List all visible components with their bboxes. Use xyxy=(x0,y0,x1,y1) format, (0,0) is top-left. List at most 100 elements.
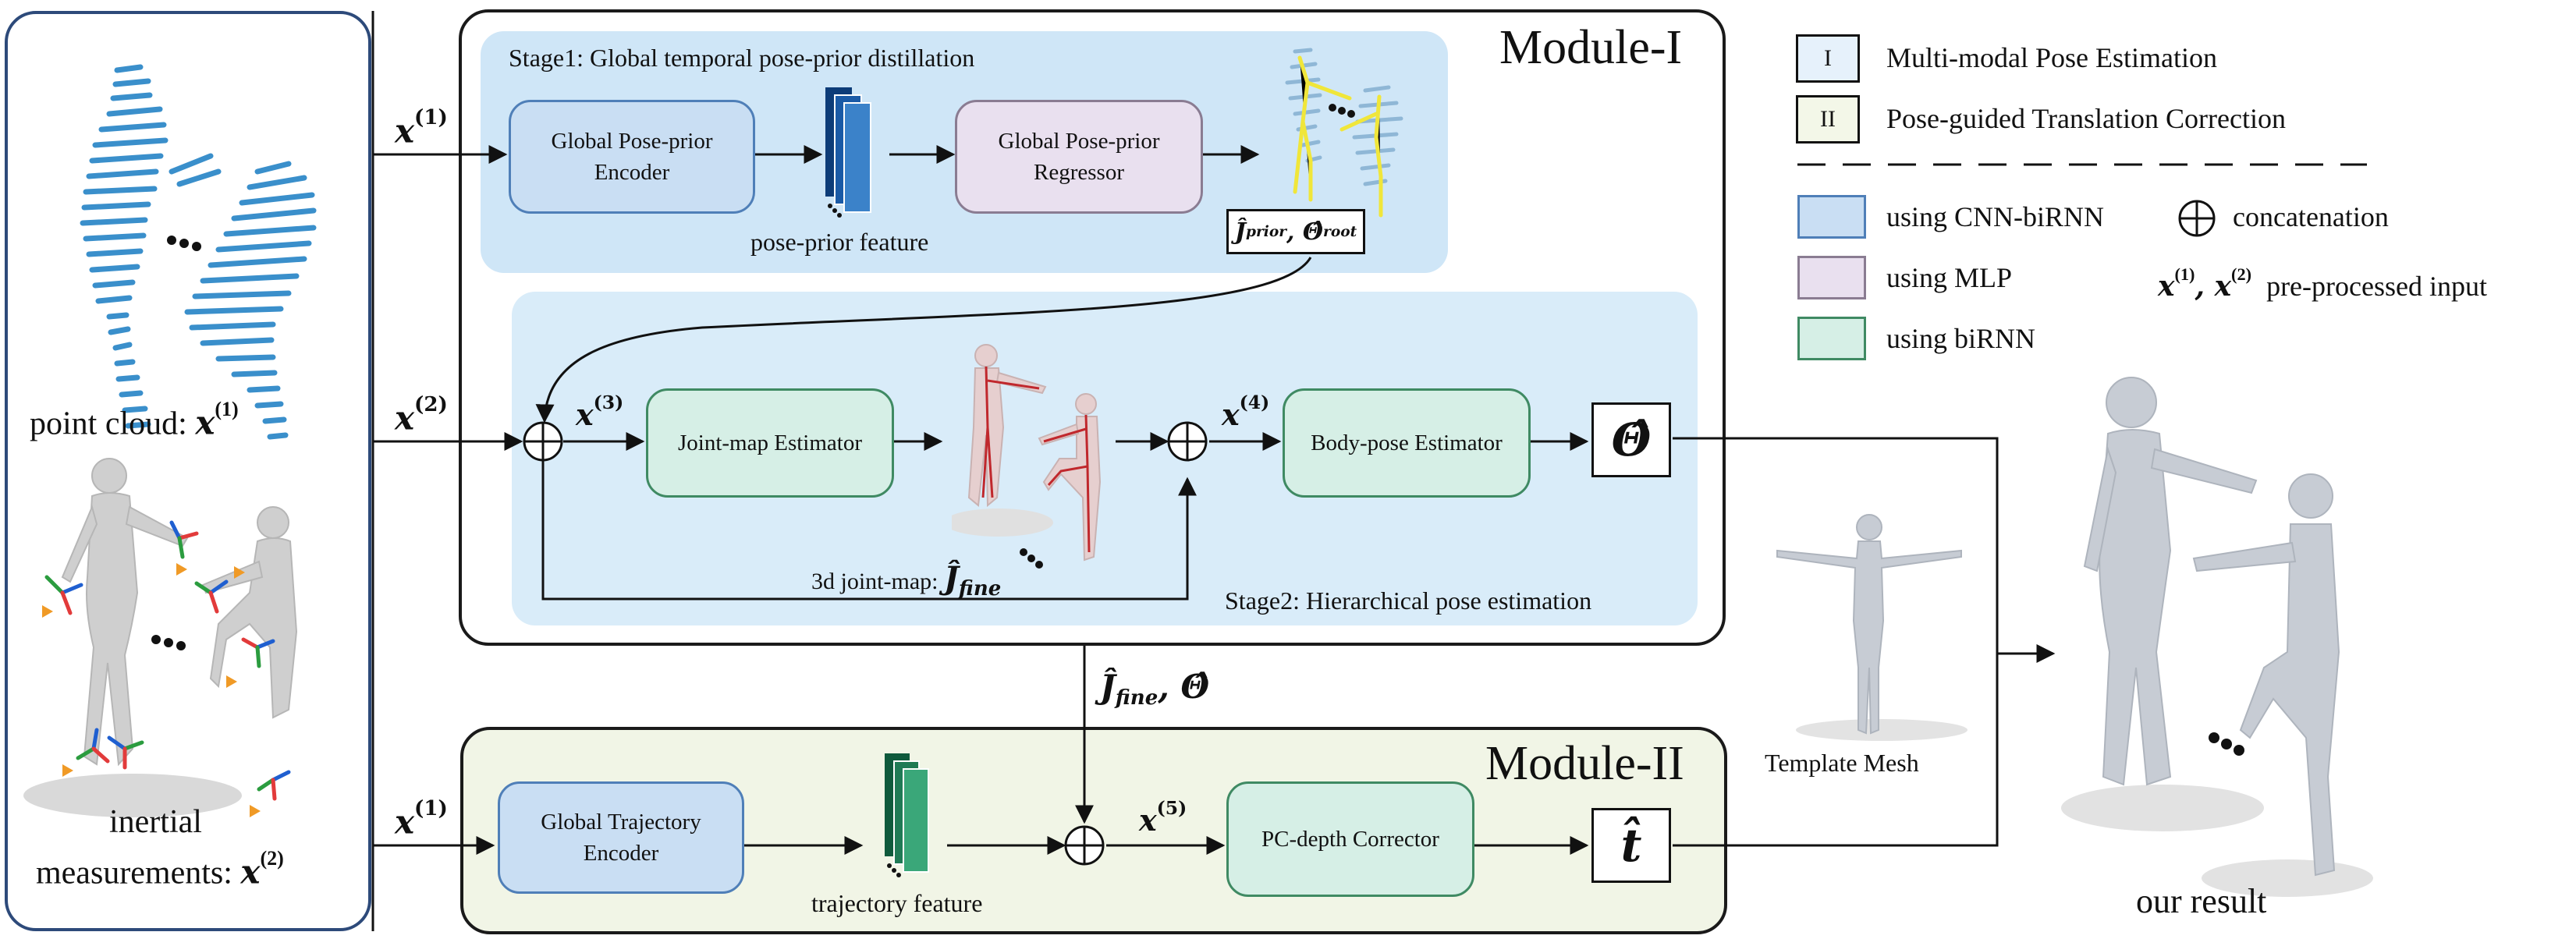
legend-pre-label: pre-processed input xyxy=(2266,271,2487,303)
inertial-caption-line1: inertial xyxy=(109,804,202,840)
legend-concat-icon xyxy=(2178,200,2216,237)
inertial-var: x xyxy=(240,852,261,891)
x1-top-label: x(1) xyxy=(395,106,448,150)
prior-ellipsis xyxy=(1329,104,1355,118)
point-cloud-image xyxy=(80,64,317,440)
inertial-caption-line2: measurements: x(2) xyxy=(36,847,284,891)
stage-2-title: Stage2: Hierarchical pose estimation xyxy=(1225,586,1592,615)
x1-top-var: x xyxy=(395,112,415,151)
link-j-sub: fine xyxy=(1115,686,1158,710)
legend-concat-label: concatenation xyxy=(2233,201,2389,232)
joint-map-body-right xyxy=(1038,393,1102,562)
x4-var: x xyxy=(1222,397,1240,433)
link-theta-var: , Θ̂ xyxy=(1158,668,1210,706)
prior-j-var: Ĵ xyxy=(1234,218,1246,246)
x3-var: x xyxy=(576,397,594,433)
prior-theta-var: Θ̂ xyxy=(1302,218,1324,246)
legend-mlp-swatch xyxy=(1797,256,1866,299)
x2-sup: (2) xyxy=(414,393,448,416)
x1-bottom-sup: (1) xyxy=(414,797,448,820)
pc-depth-corrector: PC-depth Corrector xyxy=(1226,781,1474,897)
x2-label: x(2) xyxy=(395,393,448,437)
legend-birnn-label: using biRNN xyxy=(1886,323,2036,354)
input-panel xyxy=(5,11,371,931)
result-image xyxy=(2061,377,2373,897)
imu-figures-image xyxy=(23,458,298,817)
pose-prior-feature-label: pose-prior feature xyxy=(750,228,929,256)
legend-pre-sup1: (1) xyxy=(2174,264,2195,284)
x5-label: x(5) xyxy=(1139,797,1187,838)
imu-axes xyxy=(44,520,291,801)
module-link-label: Ĵfine, Θ̂ xyxy=(1100,668,1209,710)
x1-bottom-label: x(1) xyxy=(395,797,448,841)
inertial-label: measurements: xyxy=(36,855,232,891)
link-j-var: Ĵ xyxy=(1100,668,1116,706)
x5-sup: (5) xyxy=(1156,797,1187,819)
x4-sup: (4) xyxy=(1239,392,1270,413)
pose-prior-output-image xyxy=(1285,48,1403,218)
result-ellipsis xyxy=(2209,732,2244,756)
global-trajectory-encoder: Global Trajectory Encoder xyxy=(498,781,744,894)
prior-comma: , xyxy=(1286,218,1303,246)
imu-body-right xyxy=(201,506,298,719)
legend-cnn-swatch xyxy=(1797,195,1866,239)
concat-nodes xyxy=(523,421,1208,866)
legend-mlp-label: using MLP xyxy=(1886,262,2013,293)
global-pose-prior-encoder: Global Pose-prior Encoder xyxy=(509,100,755,214)
prior-yellow-strokes xyxy=(1293,55,1383,218)
point-cloud-label: point cloud: xyxy=(30,406,187,442)
theta-output-box: Θ̂ xyxy=(1591,402,1671,477)
x3-label: x(3) xyxy=(576,392,623,432)
module-2-title: Module-II xyxy=(1485,737,1684,790)
legend-preprocessed: x(1), x(2) pre-processed input xyxy=(2158,253,2487,308)
joint-map-image xyxy=(952,344,1102,569)
pose-prior-feature-icon xyxy=(825,87,871,218)
body-pose-estimator: Body-pose Estimator xyxy=(1283,388,1531,498)
stage-1-title: Stage1: Global temporal pose-prior disti… xyxy=(509,44,975,72)
point-cloud-strokes xyxy=(80,64,317,440)
template-mesh-body xyxy=(1776,514,1962,735)
joint-map-label: 3d joint-map: xyxy=(811,569,939,594)
t-output-box: t̂ xyxy=(1591,808,1671,883)
legend-module1-label: Multi-modal Pose Estimation xyxy=(1886,42,2217,73)
result-body-left xyxy=(2083,377,2258,786)
joint-map-ellipsis xyxy=(1020,548,1043,569)
imu-ellipsis xyxy=(151,635,186,650)
point-cloud-caption: point cloud: x(1) xyxy=(30,398,239,442)
x5-var: x xyxy=(1139,803,1157,838)
trajectory-feature-label: trajectory feature xyxy=(811,889,983,917)
joint-map-skeleton xyxy=(981,366,1091,553)
trajectory-feature-icon xyxy=(885,753,929,877)
point-cloud-sup: (1) xyxy=(215,398,239,420)
x1-bottom-var: x xyxy=(395,803,415,842)
legend-pre-x1: x xyxy=(2158,270,2175,303)
legend-pre-sup2: (2) xyxy=(2231,264,2252,284)
legend-module1-badge: I xyxy=(1796,34,1860,83)
legend-birnn-swatch xyxy=(1797,317,1866,360)
joint-map-body-left xyxy=(967,344,1047,508)
legend-divider xyxy=(1797,163,2367,166)
x2-var: x xyxy=(395,399,415,438)
template-mesh-label: Template Mesh xyxy=(1765,749,1919,777)
x4-label: x(4) xyxy=(1222,392,1269,432)
our-result-label: our result xyxy=(2136,882,2267,920)
prior-theta-sub: root xyxy=(1323,223,1357,240)
global-pose-prior-regressor: Global Pose-prior Regressor xyxy=(955,100,1203,214)
imu-orange-markers xyxy=(42,563,261,817)
joint-map-caption: 3d joint-map: Ĵfine xyxy=(811,560,1001,601)
inertial-sup: (2) xyxy=(260,847,284,870)
x3-sup: (3) xyxy=(593,392,624,413)
x1-top-sup: (1) xyxy=(414,106,448,129)
legend-cnn-label: using CNN-biRNN xyxy=(1886,201,2105,232)
imu-body-left xyxy=(61,458,189,767)
prior-j-sub: prior xyxy=(1245,223,1287,240)
template-mesh-image xyxy=(1776,514,1967,741)
module-1-title: Module-I xyxy=(1499,21,1683,74)
legend-module2-label: Pose-guided Translation Correction xyxy=(1886,103,2286,134)
result-body-right xyxy=(2192,473,2340,877)
point-cloud-ellipsis xyxy=(167,236,201,251)
legend-pre-x2: , x xyxy=(2195,270,2232,303)
point-cloud-var: x xyxy=(195,403,215,442)
